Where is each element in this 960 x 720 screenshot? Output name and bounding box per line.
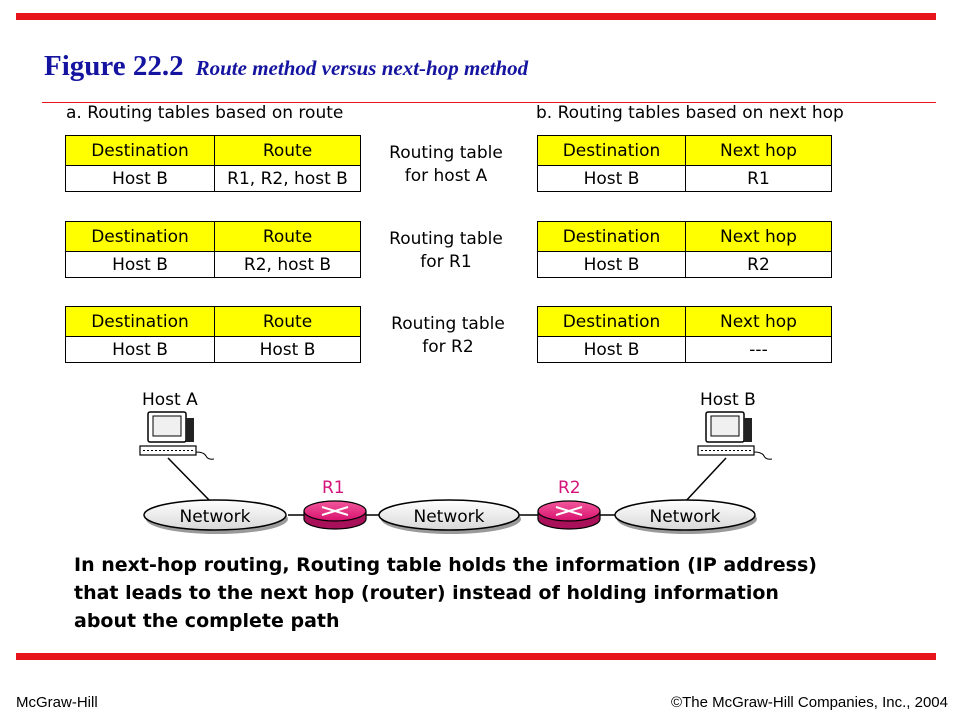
caption-line: for R2 bbox=[422, 337, 474, 357]
route-section-heading: a. Routing tables based on route bbox=[60, 103, 350, 123]
column-header-next-hop: Next hop bbox=[685, 306, 832, 337]
host-a-computer-icon bbox=[139, 411, 215, 460]
network-cloud-1: Network bbox=[143, 499, 288, 534]
footer-publisher: McGraw-Hill bbox=[16, 694, 98, 711]
column-header-route: Route bbox=[214, 306, 361, 337]
next-hop-cell: --- bbox=[685, 336, 832, 363]
column-header-route: Route bbox=[214, 135, 361, 166]
destination-cell: Host B bbox=[537, 165, 686, 192]
route-cell: Host B bbox=[214, 336, 361, 363]
caption-line: Routing table bbox=[389, 143, 503, 163]
title-underline bbox=[42, 102, 936, 103]
column-header-destination: Destination bbox=[537, 221, 686, 252]
destination-cell: Host B bbox=[65, 165, 215, 192]
router-r2-label: R2 bbox=[558, 478, 581, 498]
host-a-label: Host A bbox=[142, 390, 198, 410]
link-host-a bbox=[167, 457, 213, 504]
column-header-next-hop: Next hop bbox=[685, 135, 832, 166]
column-header-destination: Destination bbox=[537, 135, 686, 166]
route-cell: R2, host B bbox=[214, 251, 361, 278]
route-cell: R1, R2, host B bbox=[214, 165, 361, 192]
network-diagram: Host A Host B Network Network N bbox=[139, 390, 773, 534]
destination-cell: Host B bbox=[537, 336, 686, 363]
caption-line: for host A bbox=[404, 166, 488, 186]
network-label: Network bbox=[180, 507, 251, 527]
figure-number: Figure 22.2 bbox=[44, 50, 184, 82]
host-b-computer-icon bbox=[697, 411, 773, 460]
host-b-label: Host B bbox=[700, 390, 756, 410]
caption-line: Routing table bbox=[391, 314, 505, 334]
caption-r1: Routing table for R1 bbox=[366, 228, 526, 274]
figure-subtitle: Route method versus next-hop method bbox=[195, 56, 529, 80]
destination-cell: Host B bbox=[65, 251, 215, 278]
column-header-destination: Destination bbox=[537, 306, 686, 337]
router-r1-label: R1 bbox=[322, 478, 345, 498]
column-header-next-hop: Next hop bbox=[685, 221, 832, 252]
explanatory-note: In next-hop routing, Routing table holds… bbox=[74, 554, 817, 632]
router-r2-icon bbox=[537, 500, 601, 530]
destination-cell: Host B bbox=[537, 251, 686, 278]
footer-copyright: ©The McGraw-Hill Companies, Inc., 2004 bbox=[671, 694, 948, 711]
link-host-b bbox=[683, 457, 727, 504]
network-cloud-2: Network bbox=[378, 499, 521, 534]
network-cloud-3: Network bbox=[614, 499, 757, 534]
next-hop-cell: R2 bbox=[685, 251, 832, 278]
network-label: Network bbox=[650, 507, 721, 527]
column-header-destination: Destination bbox=[65, 135, 215, 166]
caption-r2: Routing table for R2 bbox=[368, 313, 528, 359]
column-header-destination: Destination bbox=[65, 221, 215, 252]
nexthop-section-heading: b. Routing tables based on next hop bbox=[530, 103, 850, 123]
bottom-rule bbox=[16, 653, 936, 660]
caption-host-a: Routing table for host A bbox=[366, 142, 526, 188]
column-header-route: Route bbox=[214, 221, 361, 252]
caption-line: Routing table bbox=[389, 229, 503, 249]
router-r1-icon bbox=[303, 500, 367, 530]
destination-cell: Host B bbox=[65, 336, 215, 363]
figure-title: Figure 22.2 Route method versus next-hop … bbox=[44, 50, 528, 83]
column-header-destination: Destination bbox=[65, 306, 215, 337]
top-rule bbox=[16, 13, 936, 20]
caption-line: for R1 bbox=[420, 252, 472, 272]
network-label: Network bbox=[414, 507, 485, 527]
next-hop-cell: R1 bbox=[685, 165, 832, 192]
